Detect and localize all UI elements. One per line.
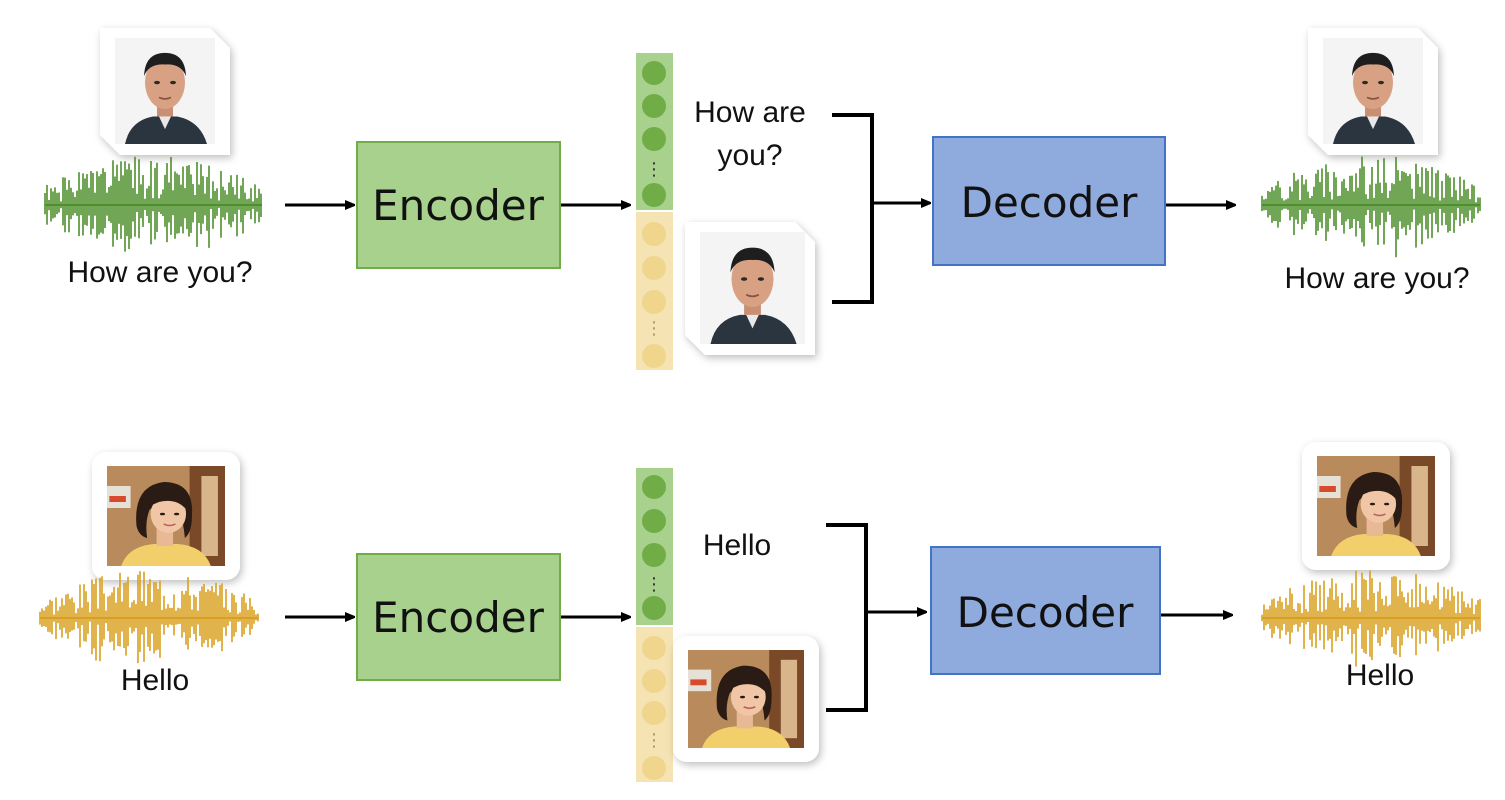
speaker-dot [642,256,666,280]
decoder-box-1 [932,136,1166,266]
content-ellipsis: ⋮ [645,159,663,180]
man-face-image [1323,38,1423,144]
man-face-image [700,232,805,344]
content-dot [642,61,666,85]
output-caption-2: Hello [1346,659,1414,692]
speaker-dot [642,756,666,780]
woman-face-image [1317,456,1435,556]
input-waveform-1 [44,156,262,252]
speaker-dot [642,222,666,246]
speaker-ellipsis: ⋮ [645,730,663,751]
man-face-image [115,38,215,144]
speaker-ellipsis: ⋮ [645,318,663,339]
row-1: How are you? Encoder ⋮ ⋮ How are you? [44,28,1481,370]
speaker-dot [642,669,666,693]
output-caption-1: How are you? [1284,262,1469,295]
content-dot [642,596,666,620]
speaker-dot [642,636,666,660]
content-label-2-line1: Hello [703,529,771,562]
content-ellipsis: ⋮ [645,574,663,595]
input-caption-1: How are you? [67,256,252,289]
embedding-column-2: ⋮ ⋮ [636,468,673,782]
content-dot [642,94,666,118]
merge-bracket-2 [826,523,868,712]
input-waveform-2 [39,571,259,664]
encoder-label-1: Encoder [372,181,544,230]
content-dot [642,475,666,499]
speaker-dot [642,290,666,314]
row-2: Hello Encoder ⋮ ⋮ Hello Decoder [39,442,1481,782]
woman-face-image [688,650,804,748]
speaker-dot [642,701,666,725]
decoder-label-2: Decoder [957,588,1134,637]
speaker-dot [642,344,666,368]
encoder-box-1 [356,141,561,269]
content-dot [642,183,666,207]
decoder-box-2 [930,546,1161,675]
output-waveform-1 [1261,156,1481,258]
merge-bracket-1 [832,113,874,304]
content-label-1-line1: How are [694,96,806,129]
content-dot [642,543,666,567]
input-caption-2: Hello [121,664,189,697]
encoder-label-2: Encoder [372,593,544,642]
content-label-1-line2: you? [717,139,782,172]
encoder-box-2 [356,553,561,681]
output-waveform-2 [1261,570,1481,667]
decoder-label-1: Decoder [961,178,1138,227]
content-dot [642,127,666,151]
woman-face-image [107,466,225,566]
embedding-column-1: ⋮ ⋮ [636,53,673,370]
content-dot [642,509,666,533]
